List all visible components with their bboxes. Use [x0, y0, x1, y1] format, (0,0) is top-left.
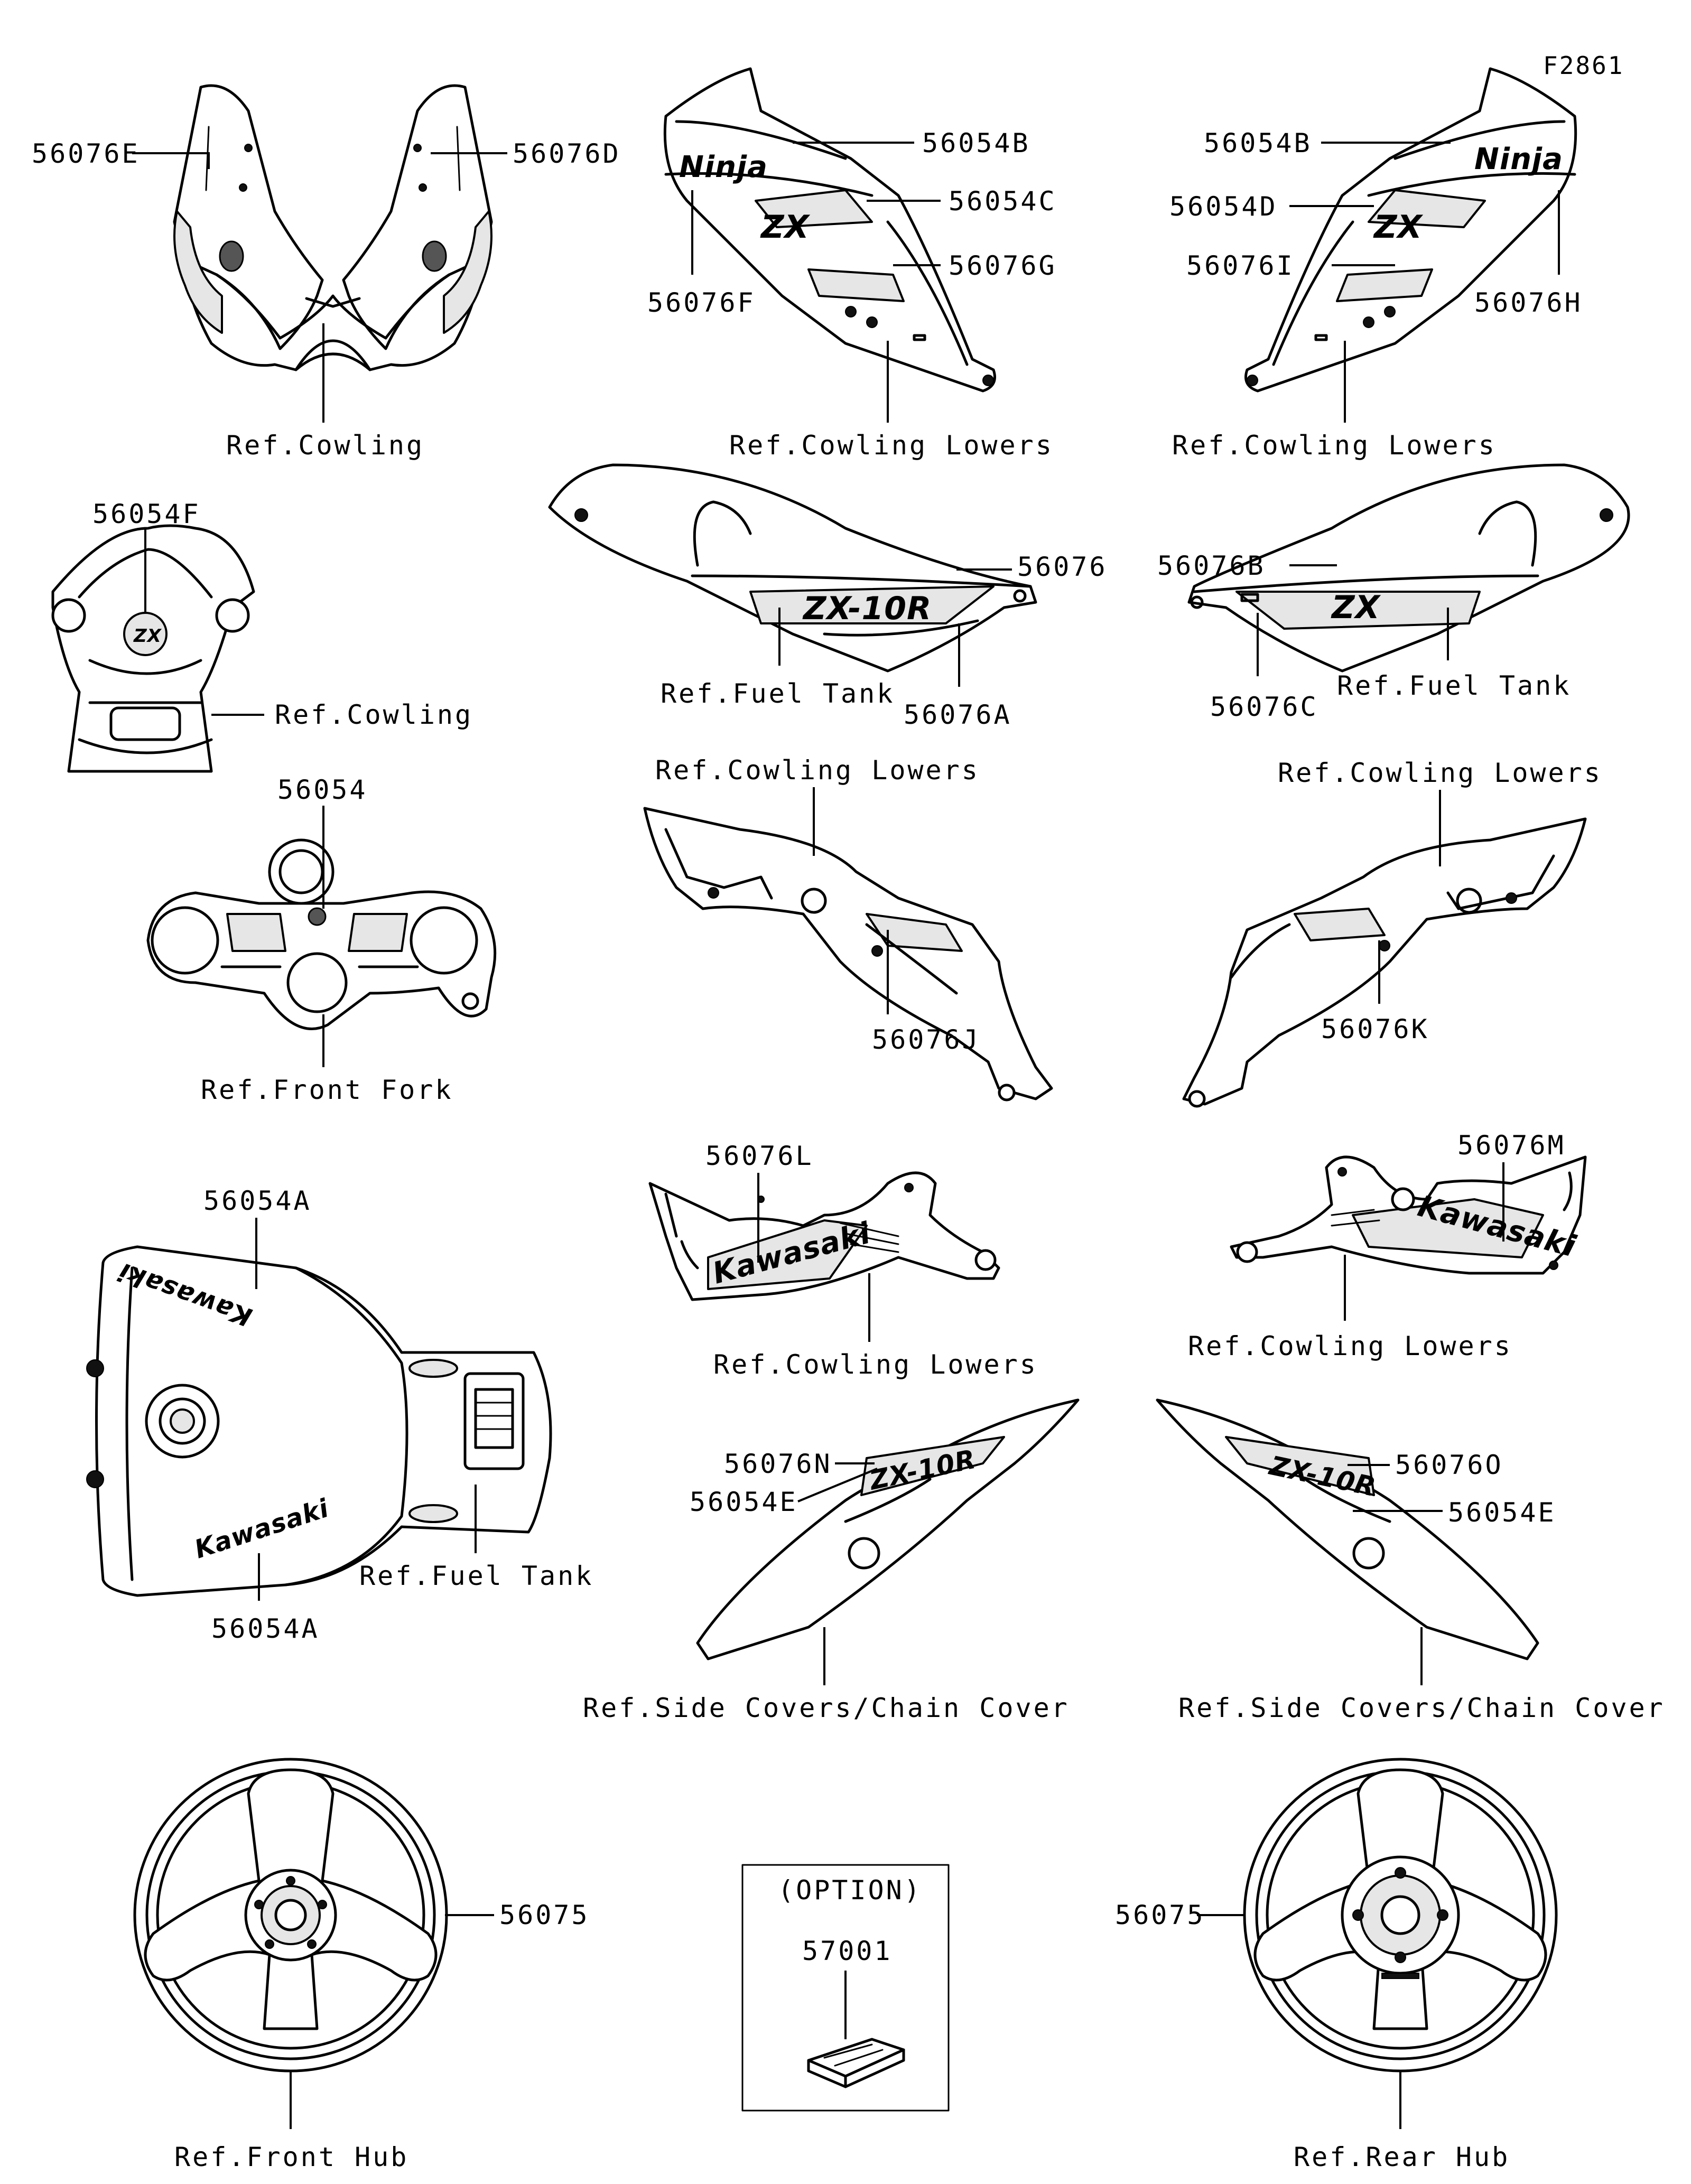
- left-inner-cowl-drawing: [643, 807, 1053, 1102]
- callout-57001: 57001: [802, 1936, 893, 1966]
- zx-mark-right: ZX: [1373, 209, 1424, 246]
- ref-front-fork: Ref.Front Fork: [201, 1075, 453, 1105]
- callout-56054B-left: 56054B: [922, 128, 1030, 158]
- ref-cowling-lowers-1: Ref.Cowling Lowers: [729, 430, 1054, 461]
- callout-56076K: 56076K: [1321, 1014, 1429, 1044]
- front-fork-clamp-drawing: [146, 838, 497, 1030]
- zx-mark-tank-right: ZX: [1331, 589, 1381, 626]
- meter-emblem-mark: ZX: [133, 626, 162, 647]
- callout-56076I: 56076I: [1186, 250, 1295, 281]
- callout-56054F: 56054F: [92, 499, 201, 529]
- callout-56076G: 56076G: [949, 250, 1057, 281]
- callout-56076E: 56076E: [32, 138, 140, 169]
- callout-56075-front: 56075: [499, 1900, 590, 1930]
- ref-cowling-lowers-2: Ref.Cowling Lowers: [1172, 430, 1497, 461]
- meter-cowling-drawing: ZX: [51, 524, 255, 773]
- ninja-brand-mark-right: Ninja: [1474, 142, 1563, 176]
- callout-56076: 56076: [1017, 552, 1108, 582]
- rear-wheel-drawing: [1243, 1758, 1558, 2073]
- callout-56076C: 56076C: [1210, 692, 1318, 722]
- callout-56054E-left: 56054E: [690, 1487, 798, 1517]
- ref-cowling-lowers-4: Ref.Cowling Lowers: [713, 1349, 1038, 1380]
- ref-side-covers-right: Ref.Side Covers/Chain Cover: [1178, 1693, 1665, 1723]
- upper-cowling-drawing: [173, 84, 493, 371]
- callout-56076J: 56076J: [872, 1024, 980, 1055]
- callout-56054A-bottom: 56054A: [211, 1613, 320, 1644]
- figure-code: F2861: [1543, 51, 1624, 80]
- right-lower-cowl-drawing: Kawasaki: [1230, 1155, 1587, 1275]
- right-seat-cowl-drawing: ZX-10R: [1156, 1398, 1539, 1660]
- right-side-cowl-drawing: Ninja ZX: [1244, 67, 1577, 393]
- left-seat-cowl-drawing: ZX-10R: [696, 1398, 1080, 1660]
- callout-56076B: 56076B: [1157, 550, 1266, 581]
- callout-56076L: 56076L: [705, 1141, 814, 1171]
- right-tank-cover-drawing: ZX: [1187, 463, 1630, 673]
- callout-56076A: 56076A: [904, 699, 1012, 730]
- fuel-tank-drawing: Kawasaki Kawasaki: [86, 1245, 552, 1597]
- ref-cowling-lowers-5: Ref.Cowling Lowers: [1278, 758, 1602, 788]
- ref-rear-hub: Ref.Rear Hub: [1294, 2142, 1510, 2172]
- ref-cowling-meter: Ref.Cowling: [275, 699, 473, 730]
- ref-fuel-tank-left: Ref.Fuel Tank: [661, 678, 895, 709]
- callout-56054A-top: 56054A: [203, 1186, 312, 1216]
- callout-56054: 56054: [277, 774, 368, 805]
- callout-56054E-right: 56054E: [1448, 1497, 1556, 1528]
- left-tank-cover-drawing: ZX-10R: [548, 463, 1037, 673]
- ref-cowling-lowers-3: Ref.Cowling Lowers: [655, 755, 980, 786]
- option-box: [741, 1864, 950, 2112]
- zx-mark-left: ZX: [760, 209, 811, 246]
- option-label: (OPTION): [778, 1875, 922, 1906]
- callout-56054C: 56054C: [949, 186, 1057, 217]
- ref-front-hub: Ref.Front Hub: [174, 2142, 408, 2172]
- callout-56076D: 56076D: [513, 138, 621, 169]
- ref-side-covers-left: Ref.Side Covers/Chain Cover: [583, 1693, 1070, 1723]
- option-part-57001-drawing: [807, 2038, 905, 2088]
- callout-56076O: 56076O: [1395, 1450, 1503, 1480]
- ref-cowling-upper: Ref.Cowling: [226, 430, 424, 461]
- callout-56076M: 56076M: [1457, 1130, 1566, 1161]
- ref-fuel-tank-right: Ref.Fuel Tank: [1337, 670, 1571, 701]
- ref-fuel-tank-main: Ref.Fuel Tank: [359, 1561, 593, 1591]
- right-inner-cowl-drawing: [1182, 817, 1587, 1108]
- ninja-brand-mark-left: Ninja: [679, 150, 768, 184]
- callout-56076H: 56076H: [1474, 287, 1583, 318]
- ref-cowling-lowers-6: Ref.Cowling Lowers: [1188, 1331, 1512, 1361]
- left-lower-cowl-drawing: Kawasaki: [648, 1171, 1000, 1301]
- left-side-cowl-drawing: Ninja ZX: [663, 67, 996, 393]
- callout-56076F: 56076F: [647, 287, 756, 318]
- callout-56075-rear: 56075: [1115, 1900, 1205, 1930]
- zx10r-mark-left: ZX-10R: [802, 590, 932, 627]
- front-wheel-drawing: [133, 1758, 448, 2073]
- callout-56076N: 56076N: [724, 1449, 832, 1479]
- callout-56054D: 56054D: [1169, 191, 1278, 222]
- callout-56054B-right: 56054B: [1204, 128, 1312, 158]
